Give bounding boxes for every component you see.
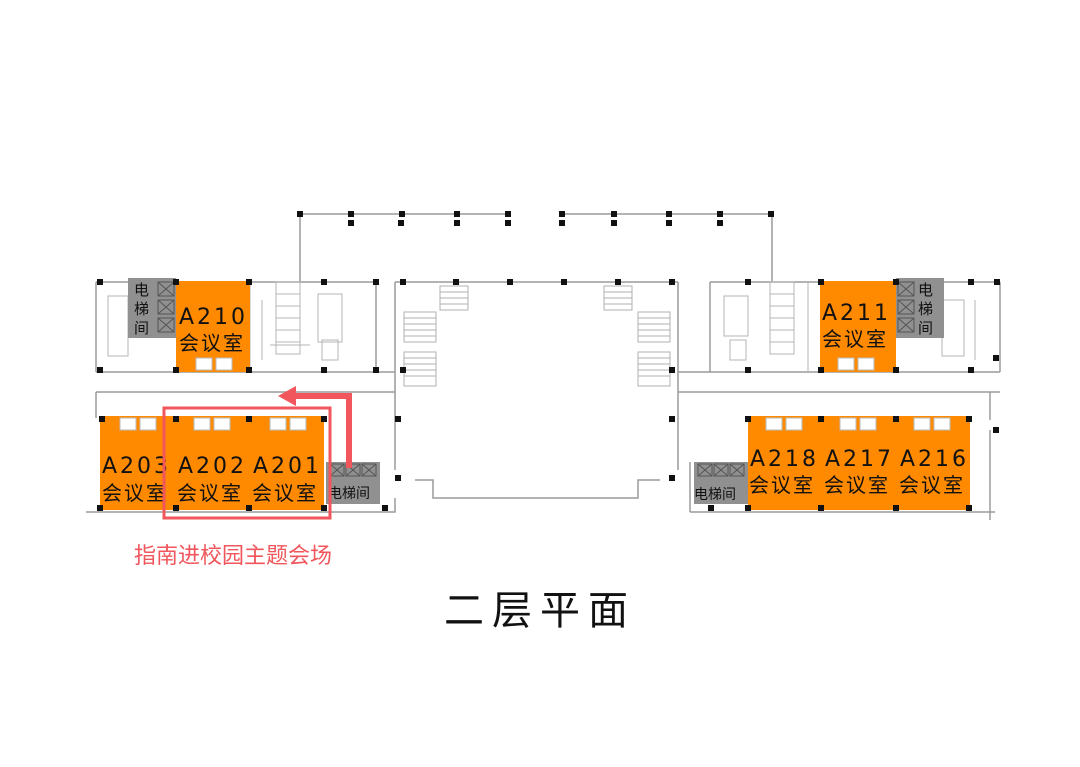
elevator-label: 梯: [918, 300, 933, 318]
meeting-room-a218[interactable]: A218 会议室: [748, 416, 822, 510]
meeting-room-a217[interactable]: A217 会议室: [822, 416, 896, 510]
structural-columns: [97, 211, 1000, 511]
room-code: A216: [900, 447, 969, 472]
room-name: 会议室: [824, 473, 890, 497]
room-code: A217: [825, 447, 894, 472]
room-code: A202: [178, 454, 247, 479]
elevator-label: 电: [918, 281, 933, 299]
room-code: A201: [253, 454, 322, 479]
building-walls: [86, 213, 1001, 520]
room-code: A211: [822, 301, 891, 326]
atrium-stairs: [403, 285, 671, 387]
room-name: 会议室: [822, 327, 888, 351]
arrow-head-icon: [278, 386, 296, 406]
meeting-room-a210[interactable]: A210 会议室: [176, 281, 250, 372]
elevator-label: 电梯间: [694, 487, 736, 503]
elevator-upper-right: 电 梯 间: [896, 278, 944, 338]
meeting-room-a202[interactable]: A202 会议室: [175, 416, 249, 510]
room-name: 会议室: [899, 473, 965, 497]
room-name: 会议室: [252, 481, 318, 505]
room-name: 会议室: [179, 331, 245, 355]
room-code: A210: [179, 305, 248, 330]
room-name: 会议室: [749, 473, 815, 497]
elevator-label: 梯: [134, 300, 149, 318]
room-name: 会议室: [177, 481, 243, 505]
elevator-label: 电: [134, 281, 149, 299]
meeting-room-a201[interactable]: A201 会议室: [249, 416, 324, 510]
room-name: 会议室: [102, 481, 168, 505]
elevator-label: 间: [134, 319, 149, 337]
theme-venue-label: 指南进校园主题会场: [134, 544, 333, 569]
elevator-lower-right: 电梯间: [694, 462, 748, 504]
elevator-label: 间: [918, 319, 933, 337]
theme-venue-highlight: [162, 386, 352, 520]
meeting-room-a211[interactable]: A211 会议室: [820, 281, 896, 372]
east-partitions: [723, 281, 976, 372]
route-arrow: [292, 393, 352, 468]
elevator-lower-left: 电梯间: [326, 462, 380, 504]
floor-title: 二层平面: [444, 588, 636, 634]
meeting-room-a216[interactable]: A216 会议室: [896, 416, 970, 510]
highlight-box: [162, 406, 332, 520]
room-code: A218: [750, 447, 819, 472]
elevator-upper-left: 电 梯 间: [128, 278, 176, 338]
room-code: A203: [102, 454, 171, 479]
elevator-label: 电梯间: [328, 486, 370, 502]
